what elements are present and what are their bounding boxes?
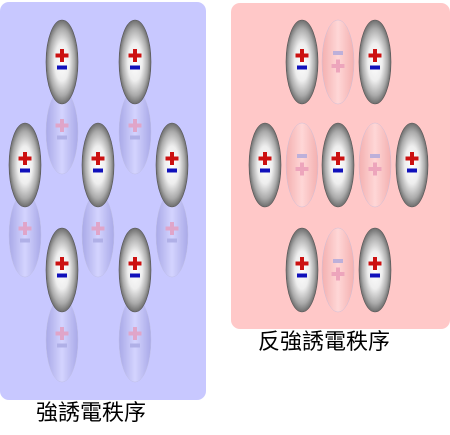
positive-charge-icon [258,152,272,165]
dipole-up [45,227,79,313]
dipole-up [285,19,319,105]
negative-charge-icon [57,273,67,278]
negative-charge-icon [333,51,343,55]
dipole-faded [45,89,79,175]
dipole-up [358,227,392,313]
positive-charge-icon [165,152,179,165]
negative-charge-icon [333,259,343,263]
dipole-down-faded [321,19,355,105]
ferroelectric-label: 強誘電秩序 [36,401,147,426]
negative-charge-icon [370,273,380,278]
negative-charge-icon [93,238,103,243]
dipole-up [45,19,79,105]
negative-charge-icon [297,154,307,158]
negative-charge-icon [57,65,67,70]
positive-charge-icon [18,222,32,235]
negative-charge-icon [130,135,140,140]
positive-charge-icon [55,257,69,270]
dipole-faded [118,297,152,383]
dipole-up [118,227,152,313]
positive-charge-icon [18,152,32,165]
positive-charge-icon [331,152,345,165]
dipole-down-faded [285,122,319,208]
positive-charge-icon [128,327,142,340]
negative-charge-icon [370,65,380,70]
dipole-up [285,227,319,313]
negative-charge-icon [130,65,140,70]
dipole-up [321,122,355,208]
negative-charge-icon [57,343,67,348]
dipole-faded [81,192,115,278]
positive-charge-icon [91,152,105,165]
dipole-up [358,19,392,105]
negative-charge-icon [167,168,177,173]
negative-charge-icon [260,168,270,173]
antiferroelectric-label: 反強誘電秩序 [258,330,391,355]
ferroelectric-solid-dipoles [8,19,189,313]
negative-charge-icon [407,168,417,173]
negative-charge-icon [333,168,343,173]
negative-charge-icon [93,168,103,173]
positive-charge-icon [91,222,105,235]
positive-charge-icon [128,49,142,62]
positive-charge-icon [128,119,142,132]
dipole-faded [45,297,79,383]
dipole-up [248,122,282,208]
antiferroelectric-faded-dipoles [285,19,392,313]
dipole-down-faded [358,122,392,208]
negative-charge-icon [297,65,307,70]
positive-charge-icon [295,49,309,62]
dipole-up [8,122,42,208]
dipole-up [118,19,152,105]
positive-charge-icon [295,257,309,270]
positive-charge-icon [55,327,69,340]
positive-charge-icon [405,152,419,165]
dipole-up [395,122,429,208]
positive-charge-icon [331,267,345,281]
positive-charge-icon [55,119,69,132]
positive-charge-icon [331,59,345,73]
negative-charge-icon [370,154,380,158]
positive-charge-icon [368,162,382,176]
antiferroelectric-solid-dipoles [248,19,429,313]
positive-charge-icon [368,257,382,270]
positive-charge-icon [165,222,179,235]
positive-charge-icon [55,49,69,62]
negative-charge-icon [130,273,140,278]
dipole-up [155,122,189,208]
negative-charge-icon [297,273,307,278]
negative-charge-icon [130,343,140,348]
ferroelectric-faded-dipoles [8,89,189,383]
positive-charge-icon [368,49,382,62]
positive-charge-icon [295,162,309,176]
dipole-down-faded [321,227,355,313]
dipole-up [81,122,115,208]
negative-charge-icon [20,238,30,243]
positive-charge-icon [128,257,142,270]
negative-charge-icon [57,135,67,140]
negative-charge-icon [167,238,177,243]
negative-charge-icon [20,168,30,173]
